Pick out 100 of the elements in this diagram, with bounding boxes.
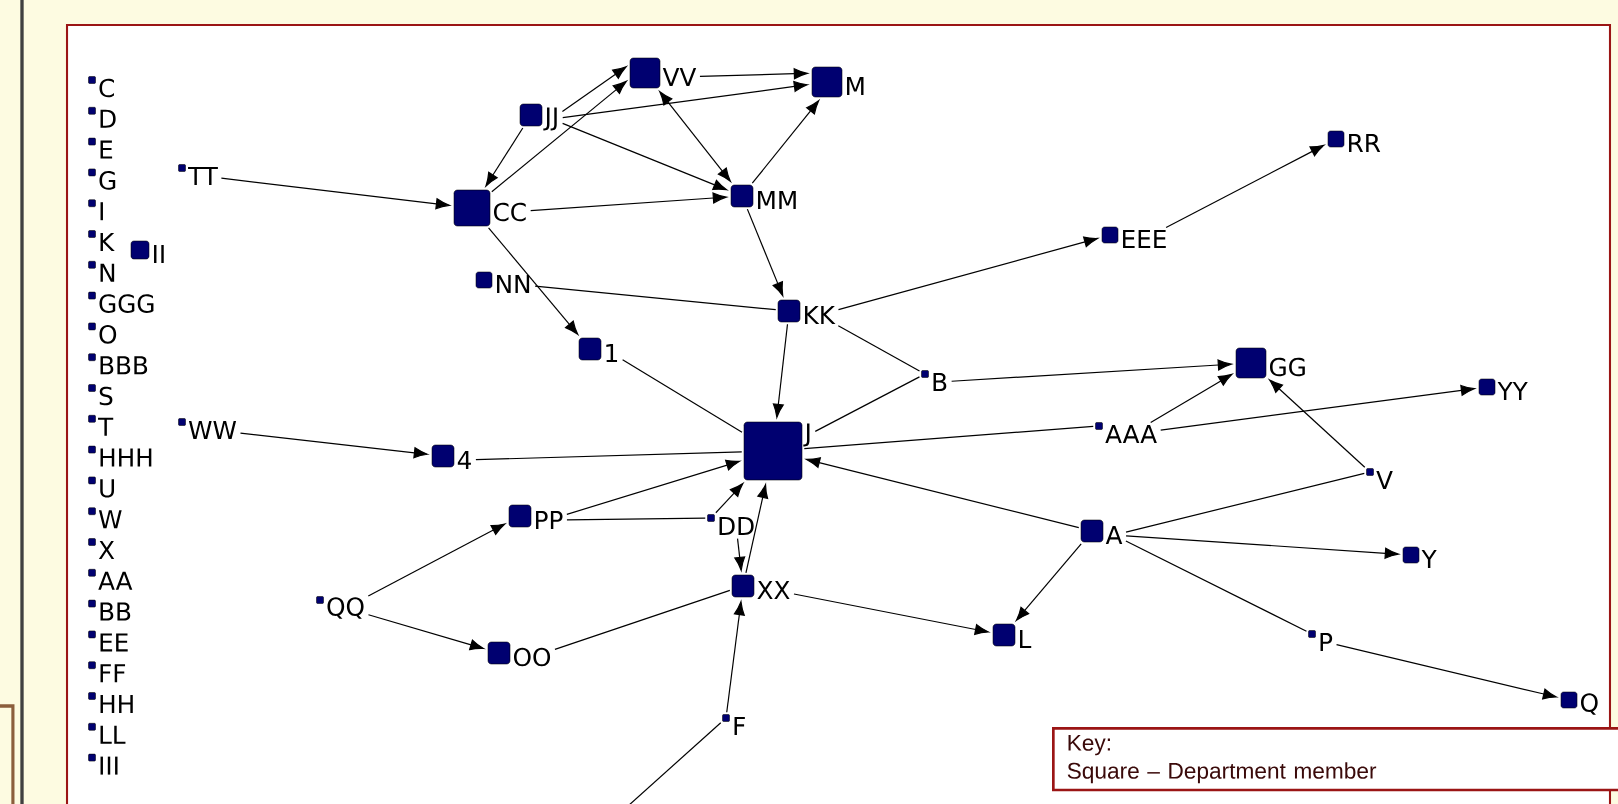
network-node: W: [88, 507, 122, 529]
network-node: BB: [88, 599, 131, 621]
network-node: CC: [453, 189, 526, 227]
node-label: B: [933, 373, 947, 391]
network-node: P: [1308, 630, 1333, 651]
arrow: [837, 236, 1099, 311]
node-label: BB: [100, 602, 131, 621]
node-label: MM: [758, 191, 796, 209]
network-node: KK: [777, 299, 836, 324]
arrow: [746, 208, 784, 297]
network-node: VV: [629, 57, 697, 89]
network-node: TT: [178, 164, 218, 185]
node-label: LL: [100, 725, 126, 744]
arrow: [659, 91, 731, 182]
arrow: [734, 538, 746, 571]
node-label: II: [154, 245, 164, 263]
network-node: F: [722, 714, 745, 735]
network-node: WW: [178, 418, 237, 439]
node-label: J: [803, 423, 810, 447]
network-node: G: [88, 168, 116, 190]
node-label: AAA: [1105, 425, 1157, 443]
arrow: [745, 484, 769, 574]
network-node: T: [88, 415, 114, 436]
network-node: J: [743, 421, 810, 481]
node-label: X: [98, 541, 115, 559]
arrow: [220, 177, 450, 210]
arrow: [561, 66, 627, 113]
network-node: BBB: [88, 353, 148, 375]
node-label: TT: [188, 167, 218, 185]
node-label: G: [99, 171, 116, 190]
node-label: N: [100, 263, 115, 282]
network-node: X: [88, 538, 115, 559]
network-node: MM: [730, 184, 796, 209]
node-label: GG: [1269, 357, 1305, 377]
network-node: M: [811, 66, 864, 98]
node-label: O: [99, 325, 117, 344]
node-label: YY: [1497, 382, 1528, 400]
node-label: III: [100, 756, 118, 775]
node-label: Y: [1421, 550, 1437, 568]
arrow: [1165, 144, 1325, 229]
node-label: BBB: [100, 356, 148, 375]
arrow: [772, 323, 789, 418]
node-label: P: [1320, 633, 1333, 651]
node-label: GGG: [99, 294, 154, 313]
network-node: HHH: [88, 445, 152, 467]
node-label: L: [1020, 630, 1032, 648]
arrow: [367, 614, 485, 651]
arrow: [562, 80, 808, 119]
arrow: [1125, 535, 1399, 559]
node-label: Q: [1580, 693, 1598, 715]
network-node: NN: [475, 271, 530, 293]
node-label: OO: [513, 647, 551, 667]
node-label: AA: [98, 571, 133, 590]
node-label: HH: [100, 695, 133, 713]
arrow: [806, 457, 1080, 529]
node-label: M: [847, 77, 864, 95]
arrow: [491, 80, 627, 193]
arrow: [793, 593, 989, 635]
arrow: [487, 227, 579, 335]
node-label: JJ: [543, 107, 557, 131]
arrow: [751, 100, 820, 184]
network-node: U: [88, 476, 114, 498]
network-node: K: [88, 230, 115, 251]
network-node: III: [88, 753, 118, 775]
node-label: HHH: [100, 448, 152, 467]
node-label: E: [100, 140, 113, 159]
arrow: [367, 523, 506, 597]
arrow: [566, 459, 741, 515]
node-label: EE: [100, 633, 128, 652]
network-node: EE: [88, 630, 128, 652]
arrow: [715, 482, 744, 514]
node-label: EEE: [1123, 230, 1166, 248]
arrow: [485, 127, 524, 187]
network-node: PP: [508, 504, 563, 529]
network-node: E: [88, 137, 113, 159]
arrow: [239, 432, 428, 459]
network-node: D: [88, 107, 116, 128]
network-node: AA: [88, 569, 133, 590]
node-label: T: [98, 417, 114, 436]
node-label: F: [734, 717, 745, 735]
network-node: OO: [487, 641, 551, 667]
network-node: XX: [731, 574, 790, 599]
arrow: [562, 122, 728, 191]
network-node: L: [992, 623, 1032, 648]
node-label: I: [100, 202, 103, 221]
network-node: Y: [1402, 546, 1437, 568]
network-node: JJ: [519, 103, 557, 131]
network-node: II: [130, 240, 164, 263]
arrow: [1150, 373, 1233, 423]
network-node: S: [88, 384, 113, 406]
network-node: DD: [707, 514, 754, 535]
node-label: D: [100, 109, 116, 128]
arrow: [1160, 384, 1475, 431]
network-node: EEE: [1101, 226, 1166, 248]
network-node: N: [88, 261, 115, 282]
node-label: WW: [188, 421, 237, 439]
node-label: V: [1376, 471, 1393, 489]
arrow: [726, 601, 745, 713]
network-node: RR: [1327, 130, 1381, 152]
node-label: VV: [662, 68, 697, 86]
